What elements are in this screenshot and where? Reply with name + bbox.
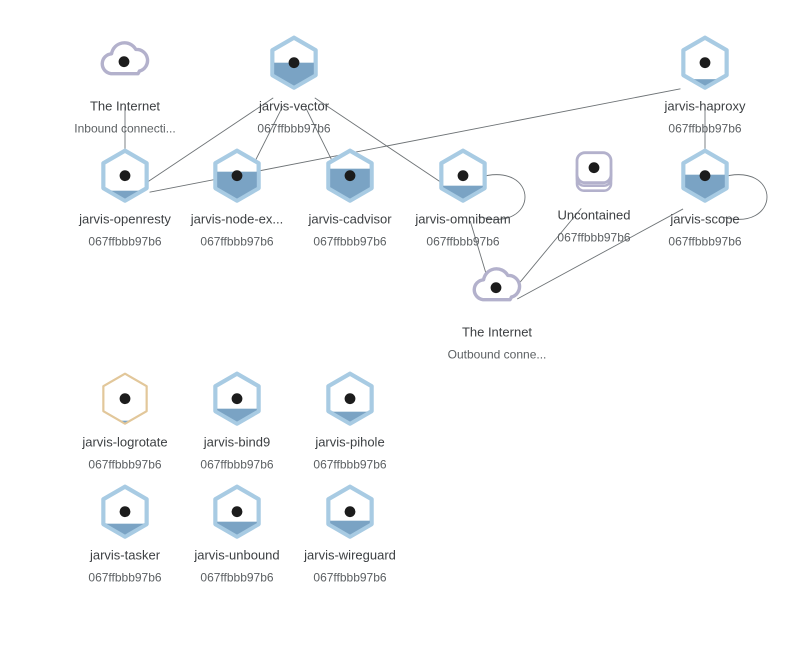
node-sublabel: 067ffbbb97b6 (668, 121, 742, 136)
hexagon-icon[interactable] (432, 145, 494, 207)
node-jarvis-vector[interactable]: jarvis-vector 067ffbbb97b6 (219, 32, 369, 137)
node-status-dot (288, 57, 300, 69)
hexagon-icon[interactable] (206, 368, 268, 430)
node-label: jarvis-haproxy (664, 98, 746, 114)
node-status-dot (699, 170, 711, 182)
node-jarvis-wireguard[interactable]: jarvis-wireguard 067ffbbb97b6 (275, 481, 425, 586)
edge-jarvis-vector-to-jarvis-omnibeam[interactable] (314, 97, 443, 184)
hexagon-icon[interactable] (263, 32, 325, 94)
node-status-dot (699, 57, 711, 69)
node-status-dot (231, 170, 243, 182)
node-status-dot (588, 162, 600, 174)
cloud-icon[interactable] (94, 32, 156, 94)
node-label: jarvis-pihole (315, 434, 385, 450)
node-label: jarvis-vector (258, 98, 330, 114)
node-label: jarvis-omnibeam (415, 211, 511, 227)
hexagon-icon[interactable] (206, 481, 268, 543)
cloud-icon[interactable] (466, 258, 528, 320)
node-jarvis-omnibeam[interactable]: jarvis-omnibeam 067ffbbb97b6 (388, 145, 538, 250)
hexagon-icon[interactable] (674, 145, 736, 207)
node-status-dot (457, 170, 469, 182)
node-status-dot (490, 282, 502, 294)
node-sublabel: 067ffbbb97b6 (313, 570, 387, 585)
edge-jarvis-openresty-to-jarvis-vector[interactable] (145, 97, 274, 184)
node-sublabel: 067ffbbb97b6 (257, 121, 331, 136)
hexagon-icon[interactable] (319, 368, 381, 430)
node-label: jarvis-scope (670, 211, 740, 227)
node-status-dot (119, 393, 131, 405)
node-jarvis-haproxy[interactable]: jarvis-haproxy 067ffbbb97b6 (630, 32, 780, 137)
edge-jarvis-scope-to-internet-out[interactable] (516, 208, 684, 300)
edge-uncontained-to-internet-out[interactable] (511, 208, 582, 293)
hexagon-icon[interactable] (94, 368, 156, 430)
self-loop-jarvis-omnibeam[interactable] (478, 174, 526, 220)
hexagon-icon[interactable] (94, 481, 156, 543)
node-sublabel: 067ffbbb97b6 (313, 457, 387, 472)
node-jarvis-scope[interactable]: jarvis-scope 067ffbbb97b6 (630, 145, 780, 250)
hexagon-icon[interactable] (319, 481, 381, 543)
self-loop-jarvis-scope[interactable] (720, 174, 768, 220)
hexagon-icon[interactable] (674, 32, 736, 94)
hexagon-icon[interactable] (206, 145, 268, 207)
node-label: jarvis-wireguard (304, 547, 396, 563)
node-jarvis-node-ex[interactable]: jarvis-node-ex...067ffbbb97b6 (162, 145, 312, 250)
node-status-dot (119, 506, 131, 518)
node-status-dot (231, 393, 243, 405)
node-status-dot (344, 506, 356, 518)
node-status-dot (344, 170, 356, 182)
node-jarvis-pihole[interactable]: jarvis-pihole 067ffbbb97b6 (275, 368, 425, 473)
node-sublabel: 067ffbbb97b6 (668, 234, 742, 249)
node-status-dot (119, 170, 131, 182)
node-label: The Internet (89, 98, 161, 114)
hexagon-icon[interactable] (94, 145, 156, 207)
node-sublabel: Outbound conne... (447, 347, 547, 362)
node-label: The Internet (461, 324, 533, 340)
node-sublabel: Inbound connecti... (74, 121, 176, 136)
node-status-dot (231, 506, 243, 518)
node-status-dot (344, 393, 356, 405)
node-sublabel: 067ffbbb97b6 (426, 234, 500, 249)
node-status-dot (118, 56, 130, 68)
stack-icon[interactable] (563, 141, 625, 203)
hexagon-icon[interactable] (319, 145, 381, 207)
